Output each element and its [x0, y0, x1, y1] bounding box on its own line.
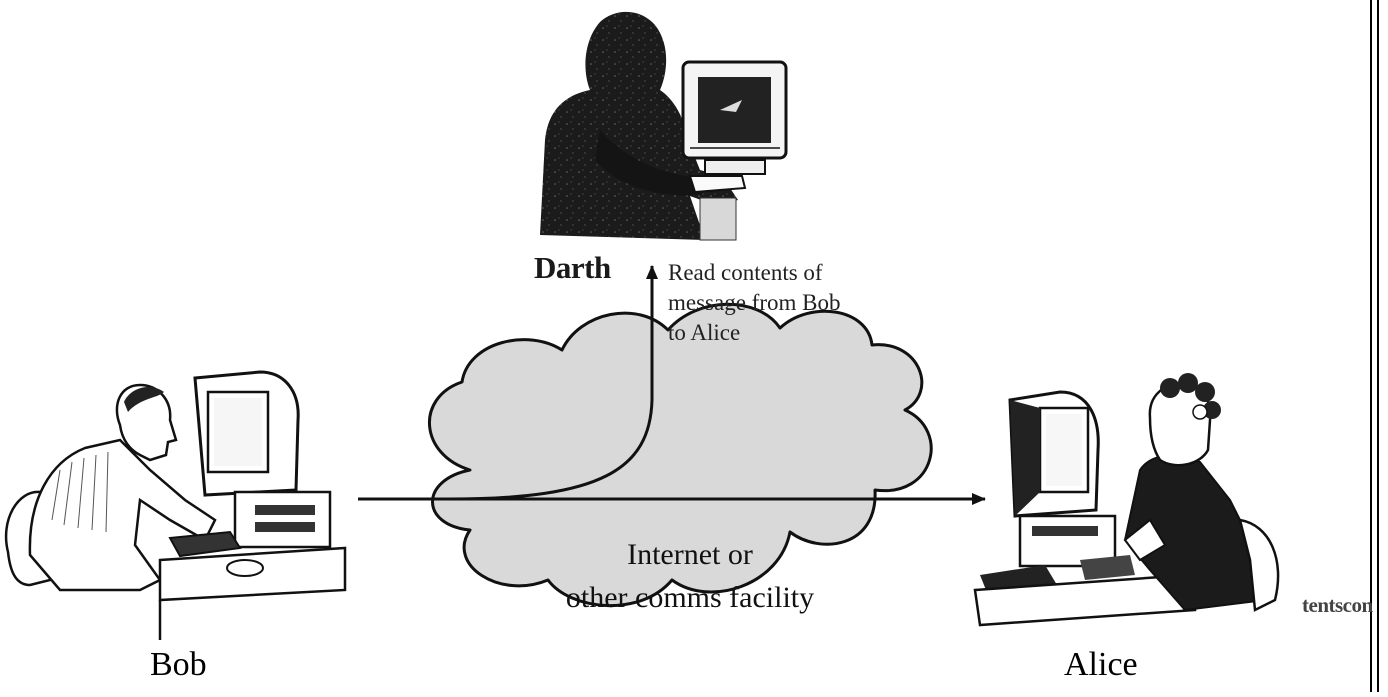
network-cloud — [427, 302, 933, 608]
interception-annotation: Read contents of message from Bob to Ali… — [668, 260, 841, 345]
eavesdropper-at-computer-icon — [540, 11, 788, 241]
interception-arrow — [449, 265, 658, 501]
cloud-label: Internet or other comms facility — [565, 538, 815, 614]
alice-label: Alice — [1064, 646, 1138, 683]
darth-label: Darth — [534, 250, 611, 285]
page-border — [1370, 0, 1379, 692]
bob-at-computer-icon — [4, 370, 347, 640]
bob-label: Bob — [150, 646, 207, 683]
side-text-fragment: tentscon — [1302, 593, 1373, 617]
alice-at-computer-icon — [973, 373, 1280, 627]
